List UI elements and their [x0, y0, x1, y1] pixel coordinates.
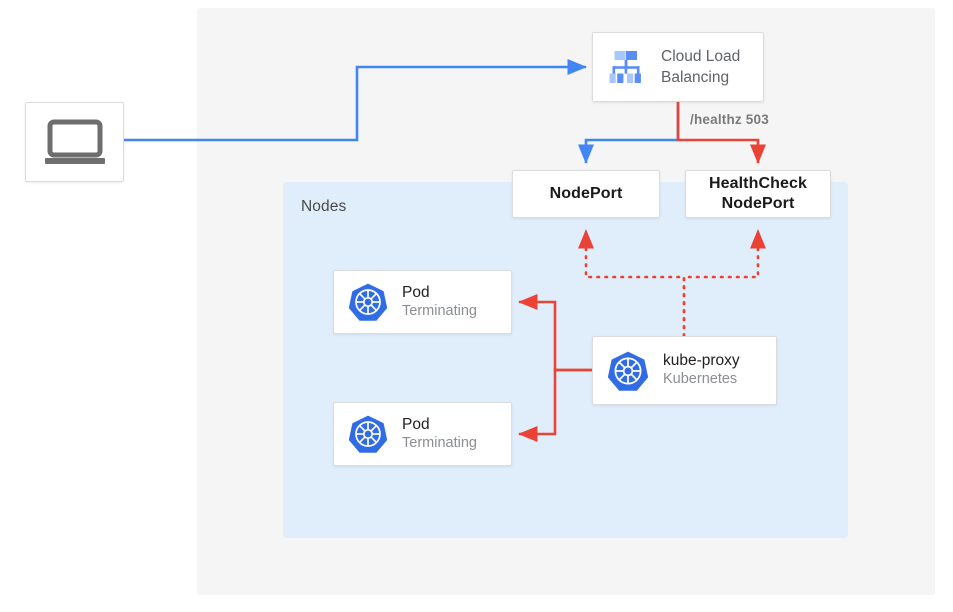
kube-proxy-node: kube-proxy Kubernetes — [592, 336, 777, 405]
pod-a-title: Pod — [402, 283, 430, 301]
kubernetes-icon — [607, 350, 649, 392]
kubernetes-icon — [348, 282, 388, 322]
pod-b-status: Terminating — [402, 434, 477, 451]
healthcheck-nodeport-line2: NodePort — [721, 195, 795, 212]
cloud-load-balancing-icon — [605, 46, 647, 88]
kube-proxy-title: kube-proxy — [663, 352, 740, 370]
healthcheck-nodeport-line1: HealthCheck — [708, 174, 808, 192]
cloud-load-balancing-label: Cloud Load Balancing — [661, 46, 740, 89]
pod-b-title: Pod — [402, 415, 430, 433]
laptop-icon — [44, 119, 106, 165]
kube-proxy-subtitle: Kubernetes — [663, 371, 738, 388]
cloud-load-balancing-line1: Cloud Load — [661, 47, 741, 65]
pod-a-text: Pod Terminating — [402, 284, 477, 321]
kubernetes-icon — [348, 414, 388, 454]
cloud-load-balancing-line2: Balancing — [661, 69, 730, 86]
nodes-region-label: Nodes — [301, 198, 347, 215]
nodeport-node: NodePort — [512, 170, 660, 218]
pod-node-b: Pod Terminating — [333, 402, 512, 466]
pod-node-a: Pod Terminating — [333, 270, 512, 334]
healthz-edge-label: /healthz 503 — [690, 112, 769, 127]
pod-b-text: Pod Terminating — [402, 416, 477, 453]
cloud-load-balancing-node: Cloud Load Balancing — [592, 32, 764, 102]
client-node — [25, 102, 124, 182]
pod-a-status: Terminating — [402, 302, 477, 319]
healthcheck-nodeport-label: HealthCheck NodePort — [709, 174, 807, 215]
healthcheck-nodeport-node: HealthCheck NodePort — [685, 170, 831, 218]
kube-proxy-text: kube-proxy Kubernetes — [663, 352, 740, 389]
nodeport-label: NodePort — [549, 184, 623, 202]
